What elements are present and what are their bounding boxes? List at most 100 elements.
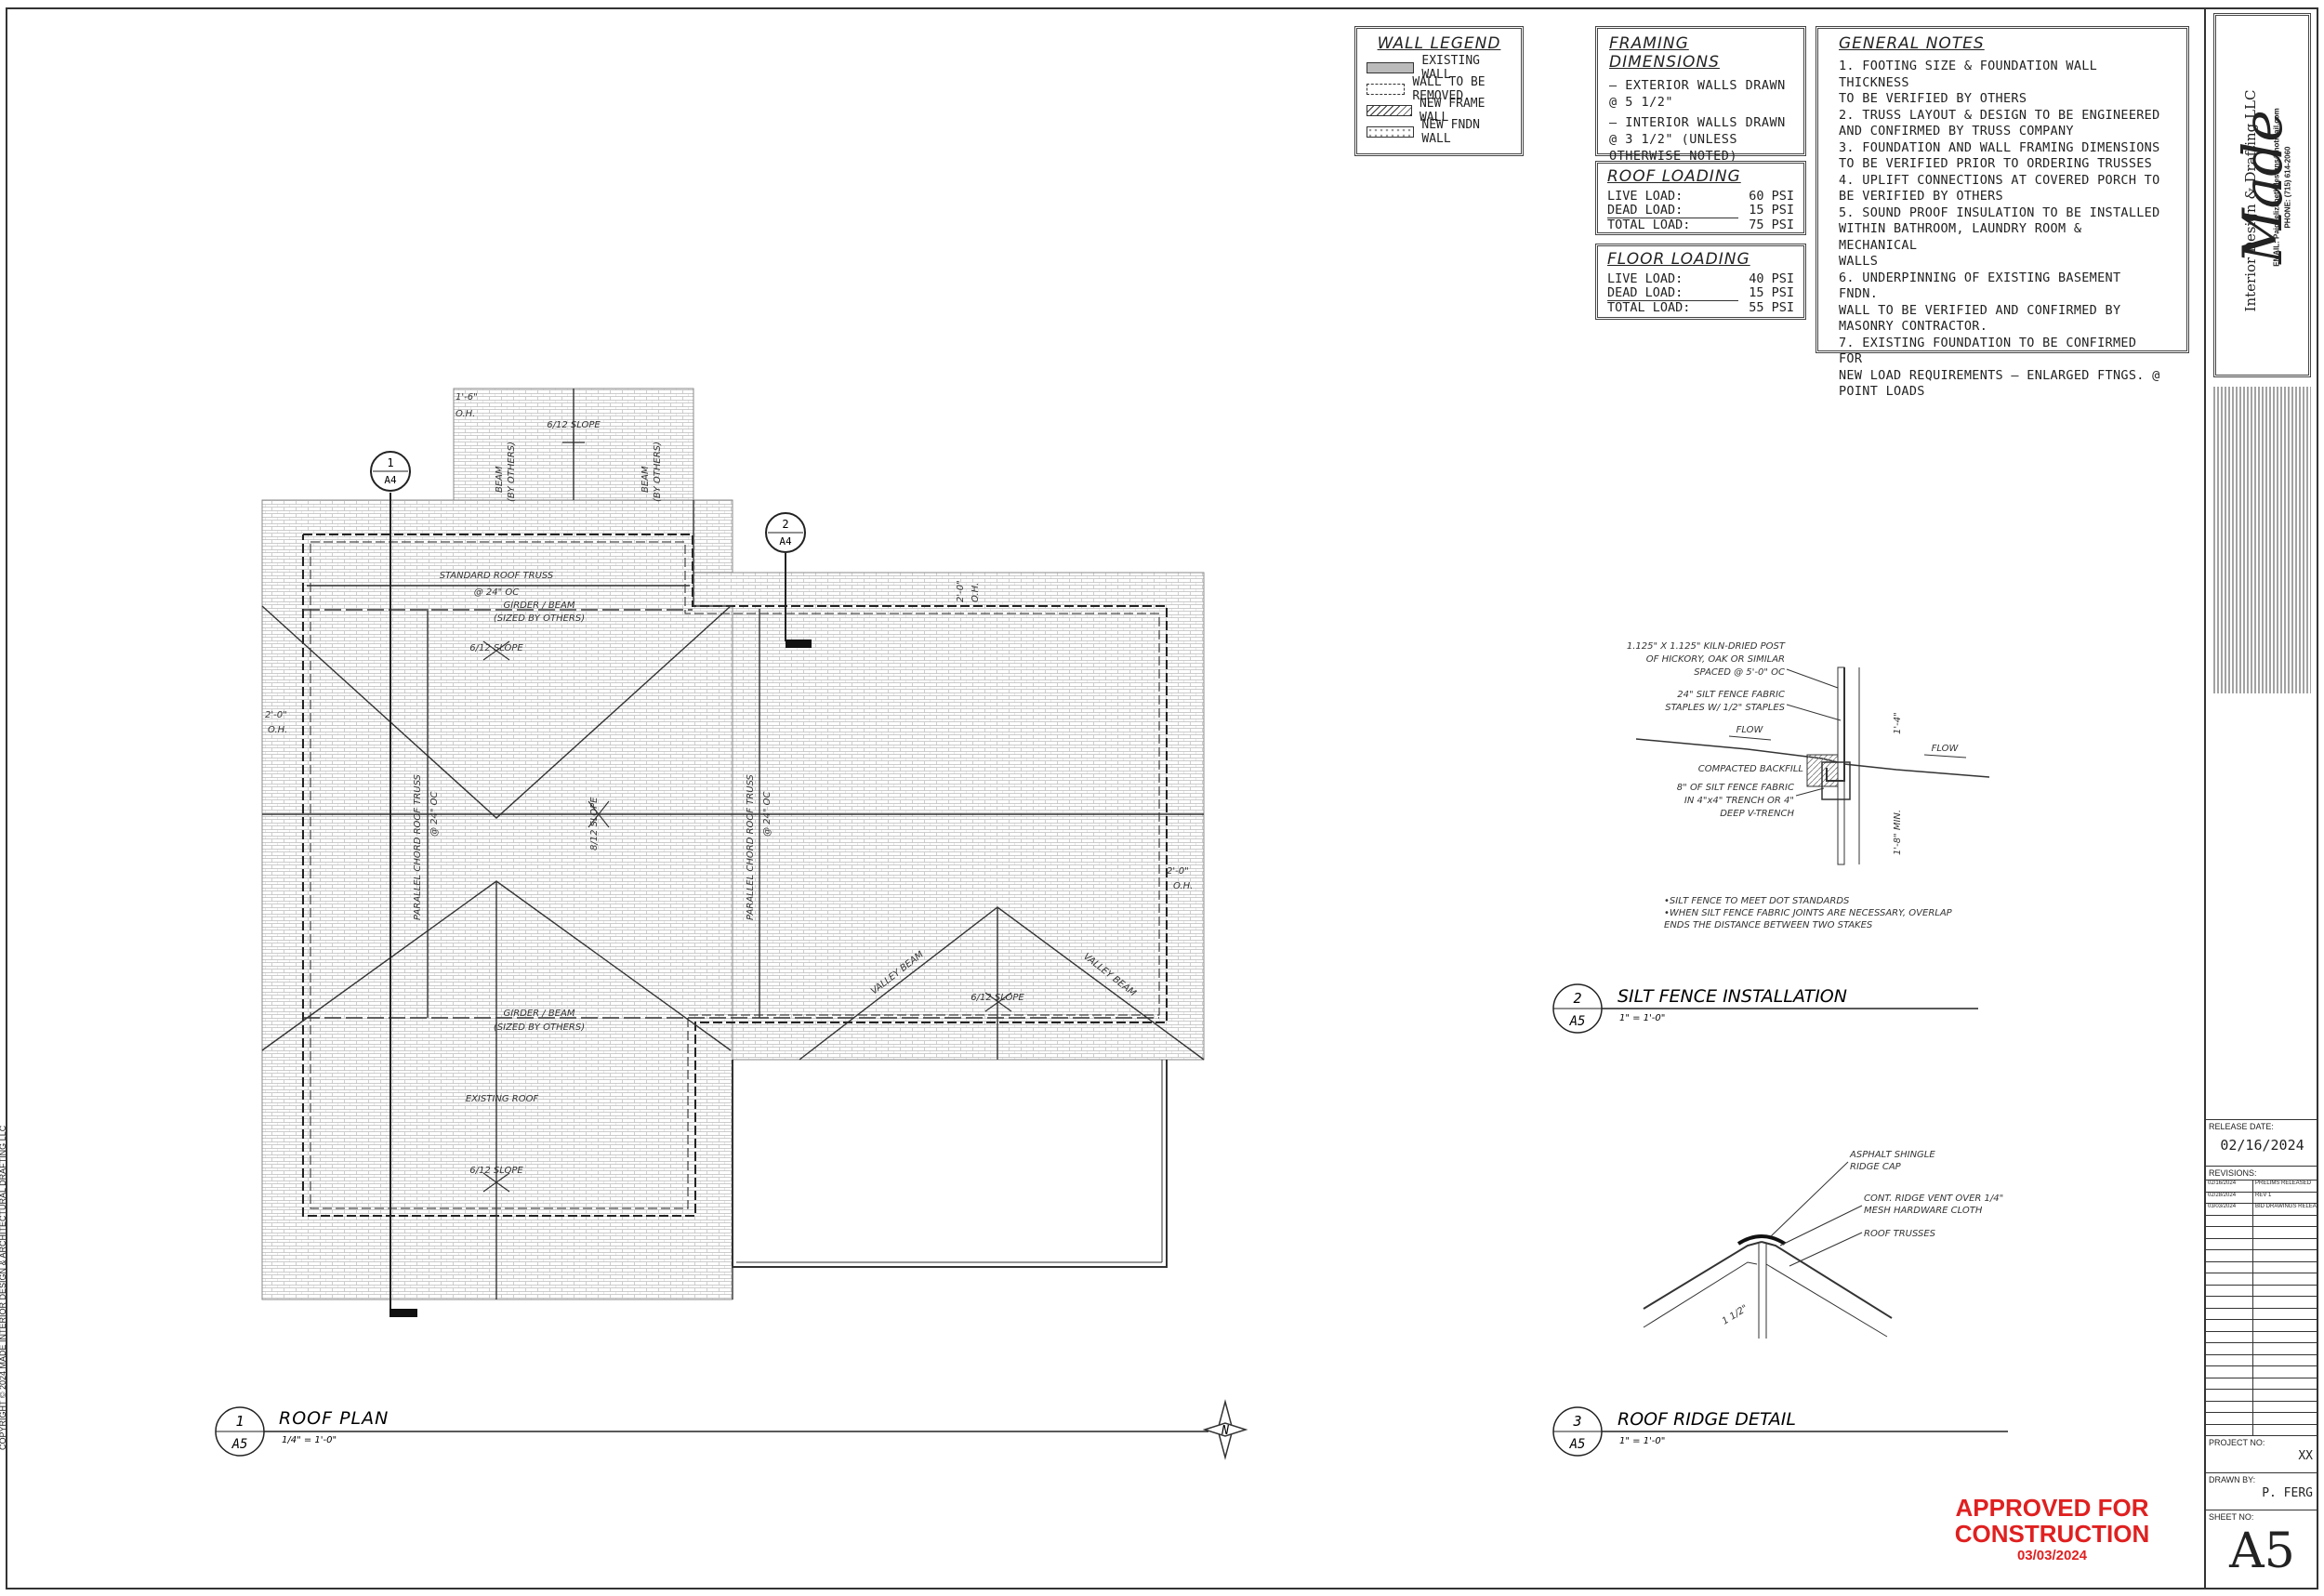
- section-cut-end-1: [390, 1309, 417, 1317]
- drawing-canvas: 1 A4 2 A4 STANDARD ROOF TRUSS @ 24" OC G…: [215, 388, 2008, 1460]
- floor-loading-title: FLOOR LOADING: [1607, 250, 1750, 269]
- svg-text:N: N: [1221, 1424, 1229, 1438]
- revision-row: [2206, 1297, 2318, 1309]
- revision-date: [2206, 1320, 2253, 1331]
- framing-dimensions-title: FRAMING DIMENSIONS: [1609, 34, 1720, 72]
- revision-desc: [2253, 1390, 2318, 1401]
- project-no-cell: PROJECT NO: XX: [2206, 1435, 2318, 1472]
- svg-text:(SIZED BY OTHERS): (SIZED BY OTHERS): [494, 613, 585, 624]
- existing-building-outline: [732, 1060, 1168, 1268]
- revision-row: [2206, 1413, 2318, 1425]
- svg-text:COMPACTED BACKFILL: COMPACTED BACKFILL: [1698, 764, 1803, 774]
- general-note-line: 3. FOUNDATION AND WALL FRAMING DIMENSION…: [1839, 139, 2160, 155]
- svg-text:ROOF RIDGE DETAIL: ROOF RIDGE DETAIL: [1618, 1409, 1796, 1430]
- silt-fence-post: [1837, 666, 1845, 865]
- svg-text:2: 2: [1573, 990, 1581, 1007]
- revision-desc: [2253, 1343, 2318, 1354]
- revision-date: [2206, 1215, 2253, 1226]
- legend-new-fndn-wall: NEW FNDN WALL: [1367, 118, 1512, 146]
- revision-row: [2206, 1250, 2318, 1262]
- detail-title-silt-fence: 2 A5 SILT FENCE INSTALLATION 1" = 1'-0": [1552, 983, 1978, 1034]
- revision-row: [2206, 1366, 2318, 1378]
- detail-title-ridge: 3 A5 ROOF RIDGE DETAIL 1" = 1'-0": [1552, 1406, 2008, 1457]
- svg-text:A4: A4: [384, 474, 397, 486]
- svg-text:1'-6": 1'-6": [456, 392, 478, 402]
- svg-text:•SILT FENCE TO MEET DOT STANDA: •SILT FENCE TO MEET DOT STANDARDS: [1664, 896, 1850, 906]
- revision-desc: BID DRAWINGS RELEASED: [2255, 1204, 2318, 1209]
- svg-text:ENDS THE DISTANCE BETWEEN TWO: ENDS THE DISTANCE BETWEEN TWO STAKES: [1664, 920, 1873, 930]
- revision-date: [2206, 1354, 2253, 1365]
- company-email: EMAIL: Paigeelizabethdesigns@hotmail.com: [2272, 108, 2281, 267]
- svg-text:GIRDER / BEAM: GIRDER / BEAM: [504, 1009, 575, 1019]
- truss-leader: [1789, 1232, 1863, 1267]
- vent-leader: [1779, 1205, 1863, 1246]
- legend-existing-wall: EXISTING WALL: [1367, 54, 1512, 82]
- ridge-roof-right-under: [1765, 1263, 1888, 1338]
- revision-row: [2206, 1331, 2318, 1343]
- svg-text:1'-4": 1'-4": [1893, 712, 1903, 734]
- svg-text:PARALLEL CHORD ROOF TRUSS: PARALLEL CHORD ROOF TRUSS: [746, 773, 756, 920]
- flow-arrow-left: [1728, 735, 1772, 741]
- revision-desc: REV 1: [2255, 1192, 2272, 1198]
- revision-date: [2206, 1378, 2253, 1389]
- drawn-by-cell: DRAWN BY: P. FERG: [2206, 1472, 2318, 1510]
- revision-desc: [2253, 1250, 2318, 1261]
- revision-date: [2206, 1261, 2253, 1273]
- revision-date: [2206, 1227, 2253, 1238]
- general-note-line: WALLS: [1839, 254, 1879, 269]
- svg-text:BEAM: BEAM: [495, 466, 505, 493]
- svg-text:1.125" X 1.125" KILN-DRIED POS: 1.125" X 1.125" KILN-DRIED POST: [1627, 641, 1786, 652]
- svg-text:O.H.: O.H.: [456, 409, 475, 419]
- svg-text:@ 24" OC: @ 24" OC: [429, 791, 440, 837]
- revision-desc: [2253, 1366, 2318, 1378]
- general-note-line: TO BE VERIFIED BY OTHERS: [1839, 91, 2027, 106]
- svg-text:A5: A5: [1569, 1437, 1586, 1452]
- svg-text:STAPLES W/ 1/2" STAPLES: STAPLES W/ 1/2" STAPLES: [1665, 703, 1785, 713]
- svg-text:BEAM: BEAM: [640, 466, 651, 493]
- svg-text:1: 1: [235, 1413, 244, 1430]
- svg-text:@ 24" OC: @ 24" OC: [474, 587, 520, 598]
- revision-desc: [2253, 1286, 2318, 1297]
- roof-dead-load: DEAD LOAD:15 PSI: [1607, 203, 1794, 218]
- post-leader: [1786, 668, 1839, 689]
- svg-text:O.H.: O.H.: [971, 583, 981, 602]
- svg-text:6/12 SLOPE: 6/12 SLOPE: [547, 420, 601, 430]
- general-note-line: WITHIN BATHROOM, LAUNDRY ROOM & MECHANIC…: [1839, 221, 2082, 253]
- title-block: Made Interior Design & Drafting LLC EMAI…: [2204, 7, 2318, 1589]
- svg-text:O.H.: O.H.: [268, 725, 287, 735]
- roof-hip-lines: [261, 389, 1205, 1299]
- revision-date: [2206, 1366, 2253, 1378]
- fabric-leader: [1786, 704, 1842, 721]
- svg-text:STANDARD ROOF TRUSS: STANDARD ROOF TRUSS: [440, 571, 554, 581]
- removed-wall-swatch: [1367, 83, 1406, 95]
- general-note-line: 4. UPLIFT CONNECTIONS AT COVERED PORCH T…: [1839, 172, 2160, 188]
- revision-desc: [2253, 1402, 2318, 1413]
- trench-leader: [1795, 787, 1825, 797]
- svg-text:A4: A4: [779, 535, 792, 547]
- revision-row: [2206, 1390, 2318, 1402]
- floor-dead-load: DEAD LOAD:15 PSI: [1607, 285, 1794, 301]
- svg-text:A5: A5: [1569, 1014, 1586, 1029]
- revision-row: [2206, 1308, 2318, 1320]
- revision-date: [2206, 1413, 2253, 1424]
- wall-legend: WALL LEGEND EXISTING WALL WALL TO BE REM…: [1354, 26, 1524, 156]
- revision-desc: [2253, 1355, 2318, 1366]
- general-note-line: 5. SOUND PROOF INSULATION TO BE INSTALLE…: [1839, 204, 2160, 220]
- svg-text:DEEP V-TRENCH: DEEP V-TRENCH: [1720, 809, 1794, 819]
- revision-date: [2206, 1424, 2253, 1435]
- girder-lines: [303, 609, 1159, 1019]
- sheet-no: A5: [2229, 1523, 2295, 1579]
- roof-total-load: TOTAL LOAD:75 PSI: [1607, 218, 1794, 232]
- svg-text:6/12 SLOPE: 6/12 SLOPE: [469, 643, 523, 653]
- revision-desc: [2253, 1216, 2318, 1227]
- section-cut-end-2: [786, 640, 812, 648]
- svg-text:1/4" = 1'-0": 1/4" = 1'-0": [282, 1435, 337, 1445]
- svg-text:SPACED @ 5'-0" OC: SPACED @ 5'-0" OC: [1694, 667, 1785, 678]
- general-notes: GENERAL NOTES 1. FOOTING SIZE & FOUNDATI…: [1816, 26, 2189, 399]
- svg-text:GIRDER / BEAM: GIRDER / BEAM: [504, 600, 575, 611]
- revision-desc: [2253, 1297, 2318, 1308]
- svg-text:1" = 1'-0": 1" = 1'-0": [1619, 1013, 1665, 1023]
- silt-fence-fabric: [1826, 667, 1845, 782]
